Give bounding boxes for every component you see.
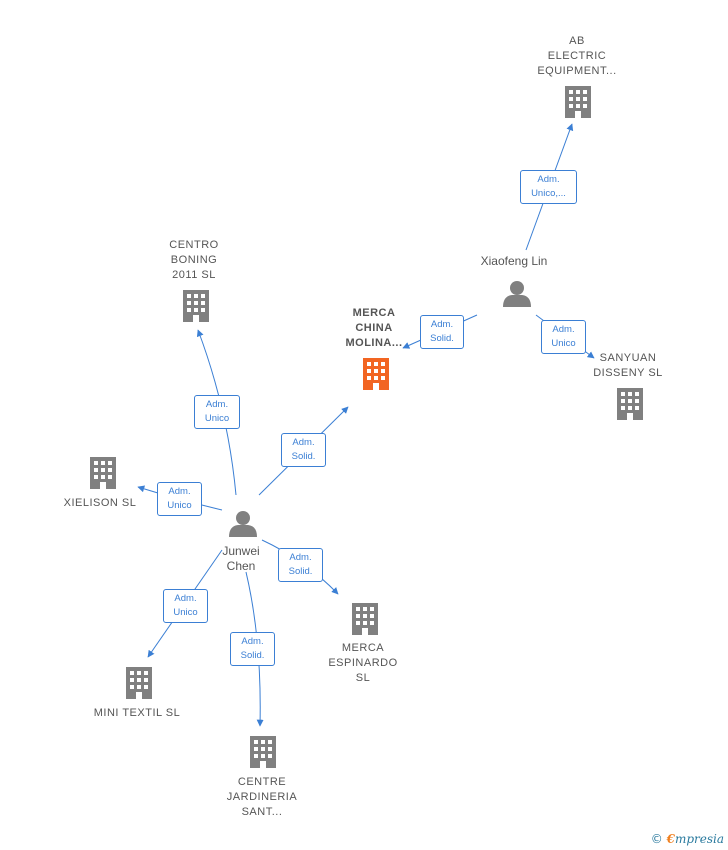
edge-label-junwei-centro[interactable]: Adm. Unico bbox=[194, 395, 240, 429]
person-icon[interactable] bbox=[503, 281, 531, 307]
edge-label-xiaofeng-merca[interactable]: Adm. Solid. bbox=[420, 315, 464, 349]
brand-name: mpresia bbox=[674, 832, 724, 846]
building-icon[interactable] bbox=[250, 736, 276, 768]
edge-label-junwei-mini[interactable]: Adm. Unico bbox=[163, 589, 208, 623]
person-label-xiaofeng[interactable]: Xiaofeng Lin bbox=[480, 254, 548, 268]
company-label-mini-textil[interactable]: MINI TEXTIL SL bbox=[93, 707, 181, 719]
person-icon[interactable] bbox=[229, 511, 257, 537]
building-icon[interactable] bbox=[183, 290, 209, 322]
company-label-sanyuan[interactable]: SANYUAN DISSENY SL bbox=[593, 352, 663, 379]
building-icon[interactable] bbox=[565, 86, 591, 118]
copyright-icon: © bbox=[650, 832, 663, 846]
edge-label-junwei-merca[interactable]: Adm. Solid. bbox=[281, 433, 326, 467]
company-label-xielison[interactable]: XIELISON SL bbox=[63, 497, 137, 509]
company-label-centro-boning[interactable]: CENTRO BONING 2011 SL bbox=[169, 239, 219, 281]
company-label-merca-espinardo[interactable]: MERCA ESPINARDO SL bbox=[328, 642, 398, 684]
edge-label-xiaofeng-sanyuan[interactable]: Adm. Unico bbox=[541, 320, 586, 354]
brand-logo-initial: € bbox=[666, 832, 675, 846]
company-label-merca-china[interactable]: MERCA CHINA MOLINA... bbox=[345, 307, 403, 349]
edge-label-xiaofeng-ab[interactable]: Adm. Unico,... bbox=[520, 170, 577, 204]
edge-label-junwei-xielison[interactable]: Adm. Unico bbox=[157, 482, 202, 516]
building-icon[interactable] bbox=[126, 667, 152, 699]
brand-footer: © €mpresia bbox=[651, 832, 724, 846]
building-icon[interactable] bbox=[363, 358, 389, 390]
person-label-junwei[interactable]: Junwei Chen bbox=[222, 544, 260, 573]
edge-label-junwei-espinardo[interactable]: Adm. Solid. bbox=[278, 548, 323, 582]
edge-label-junwei-centre[interactable]: Adm. Solid. bbox=[230, 632, 275, 666]
company-label-centre-jardineria[interactable]: CENTRE JARDINERIA SANT... bbox=[226, 776, 298, 818]
building-icon[interactable] bbox=[352, 603, 378, 635]
company-label-ab-electric[interactable]: AB ELECTRIC EQUIPMENT... bbox=[537, 35, 617, 77]
building-icon[interactable] bbox=[617, 388, 643, 420]
building-icon[interactable] bbox=[90, 457, 116, 489]
